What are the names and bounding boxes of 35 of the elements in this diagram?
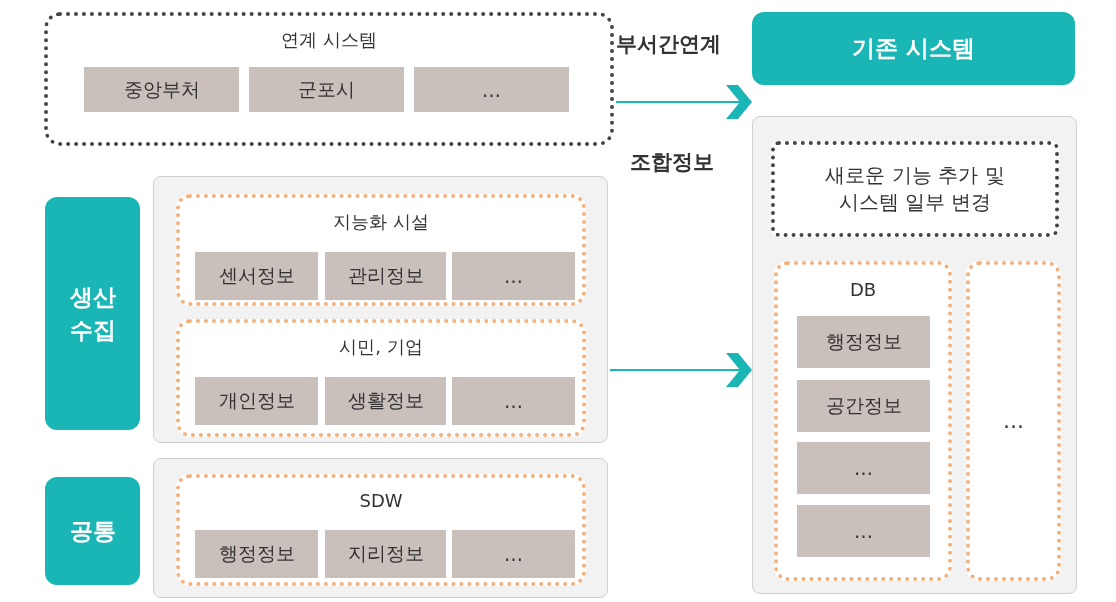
data-tile: …	[452, 530, 575, 578]
section-header: 생산 수집	[45, 197, 140, 430]
data-tile: 행정정보	[195, 530, 318, 578]
data-tile: 행정정보	[797, 316, 930, 368]
group-title: SDW	[359, 490, 403, 511]
data-tile: 관리정보	[325, 252, 446, 300]
group-frame	[176, 319, 586, 437]
data-tile: 지리정보	[325, 530, 446, 578]
data-tile: …	[797, 505, 930, 557]
data-tile: 생활정보	[325, 377, 446, 425]
data-tile: 공간정보	[797, 380, 930, 432]
group-title: 연계 시스템	[281, 28, 377, 52]
group-frame	[774, 261, 952, 581]
data-tile: 개인정보	[195, 377, 318, 425]
data-tile: 중앙부처	[84, 67, 239, 112]
data-tile: 군포시	[249, 67, 404, 112]
group-title: 시민, 기업	[339, 335, 423, 359]
group-frame	[176, 194, 586, 306]
panel-background	[153, 458, 608, 598]
group-title: DB	[849, 279, 877, 300]
data-tile: …	[414, 67, 569, 112]
data-tile: 센서정보	[195, 252, 318, 300]
placeholder-column: …	[966, 261, 1061, 581]
panel-background	[153, 176, 608, 443]
flow-label: 조합정보	[630, 149, 714, 176]
section-header: 기존 시스템	[752, 12, 1075, 85]
data-tile: …	[452, 252, 575, 300]
data-tile: …	[797, 442, 930, 494]
section-header: 공통	[45, 477, 140, 585]
group-frame	[176, 474, 586, 586]
data-tile: …	[452, 377, 575, 425]
panel-background	[752, 116, 1077, 594]
note-box: 새로운 기능 추가 및 시스템 일부 변경	[771, 141, 1059, 237]
group-title: 지능화 시설	[333, 210, 429, 234]
group-frame	[44, 12, 614, 146]
